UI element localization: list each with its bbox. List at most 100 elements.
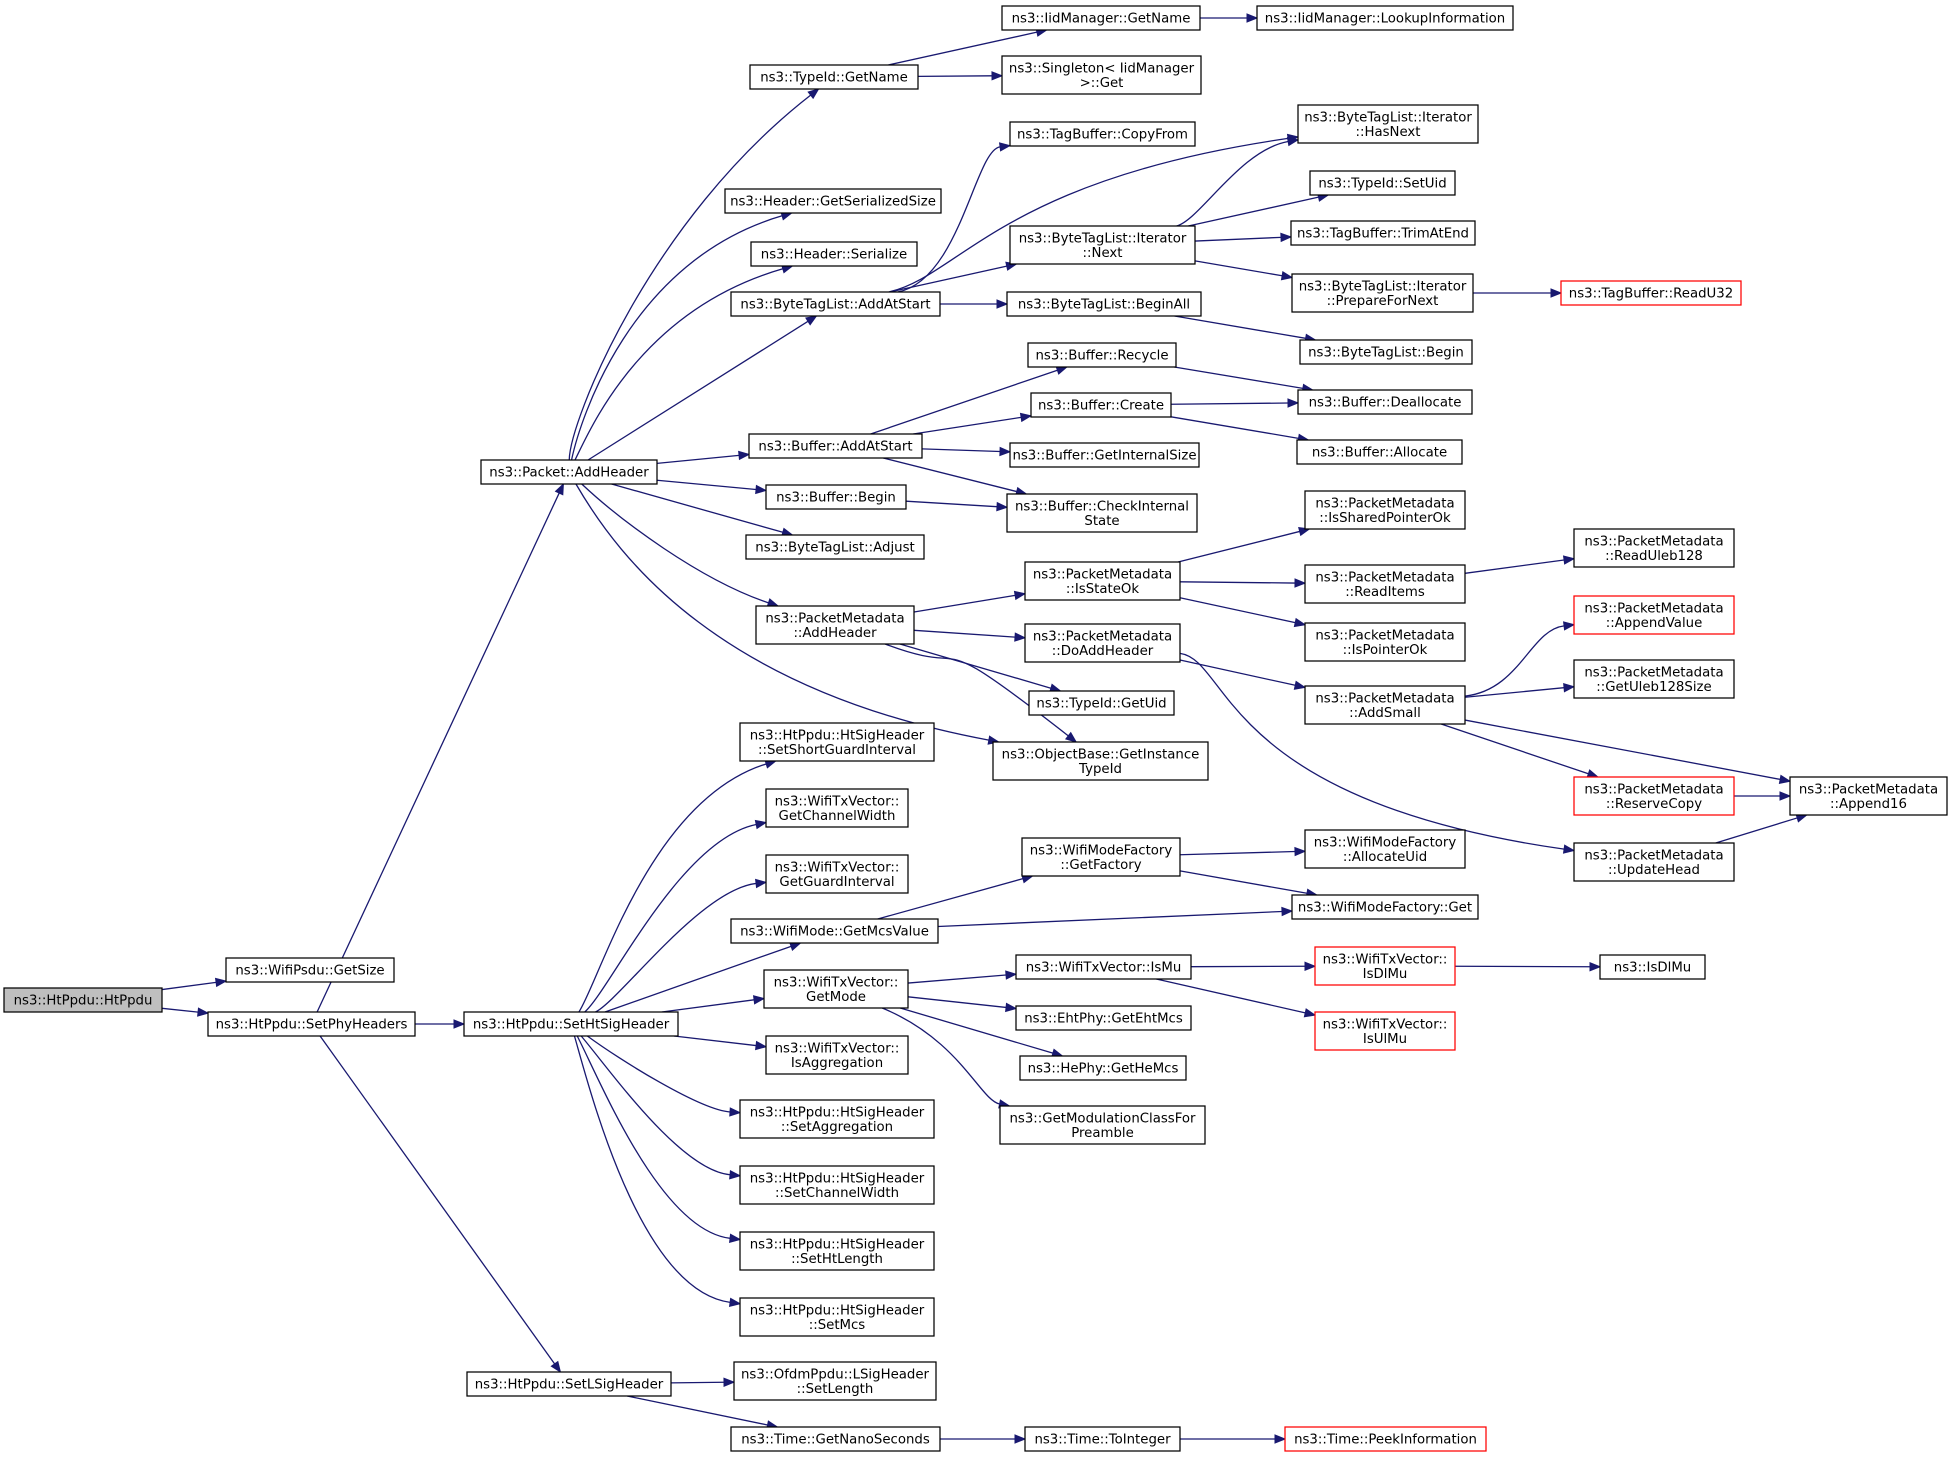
node-label: ns3::HtPpdu::SetPhyHeaders	[216, 1018, 408, 1033]
node-n9[interactable]: ns3::Header::Serialize	[750, 241, 918, 267]
node-label: ns3::OfdmPpdu::LSigHeader	[741, 1367, 930, 1382]
node-n68[interactable]: ns3::Time::GetNanoSeconds	[730, 1426, 941, 1452]
node-n47[interactable]: ns3::HtPpdu::HtSigHeader::SetShortGuardI…	[739, 722, 935, 762]
node-n2[interactable]: ns3::WifiPsdu::GetSize	[225, 957, 395, 983]
node-label: ns3::PacketMetadata	[1033, 629, 1172, 644]
node-n18[interactable]: ns3::IidManager::LookupInformation	[1256, 5, 1514, 31]
edge-n14-to-n15	[884, 643, 1078, 743]
node-n23[interactable]: ns3::TypeId::SetUid	[1309, 170, 1456, 196]
node-n34[interactable]: ns3::PacketMetadata::IsStateOk	[1024, 561, 1181, 601]
edge-n1-to-n3	[161, 1007, 210, 1017]
node-n1[interactable]: ns3::HtPpdu::HtPpdu	[3, 987, 163, 1013]
node-n53[interactable]: ns3::HtPpdu::HtSigHeader::SetAggregation	[739, 1099, 935, 1139]
edge-n4-to-n13	[611, 483, 794, 537]
node-n69[interactable]: ns3::Time::ToInteger	[1024, 1426, 1181, 1452]
node-n31[interactable]: ns3::Buffer::Allocate	[1296, 439, 1463, 465]
node-n7[interactable]: ns3::TypeId::GetName	[749, 64, 919, 90]
node-label: ns3::Time::ToInteger	[1034, 1433, 1171, 1448]
node-label: IsAggregation	[791, 1056, 883, 1071]
node-n26[interactable]: ns3::TagBuffer::ReadU32	[1560, 280, 1742, 306]
node-n70[interactable]: ns3::Time::PeekInformation	[1284, 1426, 1487, 1452]
node-n10[interactable]: ns3::ByteTagList::AddAtStart	[730, 291, 941, 317]
node-n62[interactable]: ns3::HePhy::GetHeMcs	[1019, 1055, 1187, 1081]
node-n67[interactable]: ns3::OfdmPpdu::LSigHeader::SetLength	[733, 1361, 937, 1401]
node-n35[interactable]: ns3::PacketMetadata::DoAddHeader	[1024, 623, 1181, 663]
function-nodes: ns3::HtPpdu::HtPpdu ns3::WifiPsdu::GetSiz…	[3, 5, 1948, 1452]
node-n36[interactable]: ns3::TypeId::GetUid	[1028, 690, 1175, 716]
node-n19[interactable]: ns3::TagBuffer::CopyFrom	[1009, 121, 1196, 147]
node-n4[interactable]: ns3::Packet::AddHeader	[480, 459, 658, 485]
node-n27[interactable]: ns3::ByteTagList::Begin	[1299, 339, 1473, 365]
node-n61[interactable]: ns3::EhtPhy::GetEhtMcs	[1015, 1005, 1192, 1031]
node-label: ns3::WifiPsdu::GetSize	[235, 964, 384, 979]
node-n11[interactable]: ns3::Buffer::AddAtStart	[748, 433, 923, 459]
node-n58[interactable]: ns3::WifiModeFactory::AllocateUid	[1304, 829, 1466, 869]
node-label: ::Append16	[1830, 797, 1907, 812]
node-n24[interactable]: ns3::TagBuffer::TrimAtEnd	[1290, 220, 1476, 246]
node-n59[interactable]: ns3::WifiModeFactory::Get	[1291, 894, 1479, 920]
node-n44[interactable]: ns3::PacketMetadata::GetUleb128Size	[1573, 659, 1735, 699]
node-n25[interactable]: ns3::ByteTagList::Iterator::PrepareForNe…	[1291, 273, 1474, 313]
node-label: ns3::Buffer::GetInternalSize	[1012, 449, 1196, 464]
node-n20[interactable]: ns3::ByteTagList::Iterator::HasNext	[1297, 104, 1479, 144]
edge-n25-to-n26	[1473, 288, 1563, 298]
edge-n57-to-n58	[1179, 846, 1307, 857]
edge-n51-to-n62	[900, 1007, 1064, 1058]
node-label: GetChannelWidth	[779, 809, 896, 824]
node-n39[interactable]: ns3::PacketMetadata::IsPointerOk	[1304, 622, 1466, 662]
edge-n60-to-n64	[1190, 961, 1317, 972]
node-n8[interactable]: ns3::Header::GetSerializedSize	[724, 188, 942, 214]
node-n56[interactable]: ns3::HtPpdu::HtSigHeader::SetMcs	[739, 1297, 935, 1337]
node-label: ns3::WifiTxVector::	[775, 794, 900, 809]
node-label: ns3::ByteTagList::Iterator	[1019, 231, 1187, 246]
node-n66[interactable]: ns3::IsDlMu	[1599, 954, 1706, 980]
node-label: ns3::WifiModeFactory::Get	[1298, 901, 1472, 916]
node-n49[interactable]: ns3::WifiTxVector::GetGuardInterval	[765, 854, 909, 894]
node-n51[interactable]: ns3::WifiTxVector::GetMode	[763, 969, 909, 1009]
node-n60[interactable]: ns3::WifiTxVector::IsMu	[1015, 954, 1192, 980]
edge-n5-to-n51	[661, 995, 766, 1013]
node-n55[interactable]: ns3::HtPpdu::HtSigHeader::SetHtLength	[739, 1231, 935, 1271]
node-n52[interactable]: ns3::WifiTxVector::IsAggregation	[765, 1035, 909, 1075]
node-label: ns3::TypeId::SetUid	[1318, 177, 1446, 192]
node-n16[interactable]: ns3::IidManager::GetName	[1001, 5, 1201, 31]
node-n37[interactable]: ns3::PacketMetadata::IsSharedPointerOk	[1304, 490, 1466, 530]
node-n12[interactable]: ns3::Buffer::Begin	[765, 484, 907, 510]
node-n64[interactable]: ns3::WifiTxVector::IsDlMu	[1314, 946, 1456, 986]
node-n38[interactable]: ns3::PacketMetadata::ReadItems	[1304, 564, 1466, 604]
node-n54[interactable]: ns3::HtPpdu::HtSigHeader::SetChannelWidt…	[739, 1165, 935, 1205]
node-n3[interactable]: ns3::HtPpdu::SetPhyHeaders	[207, 1011, 416, 1037]
node-n13[interactable]: ns3::ByteTagList::Adjust	[745, 534, 925, 560]
node-n30[interactable]: ns3::Buffer::Deallocate	[1297, 389, 1473, 415]
node-n57[interactable]: ns3::WifiModeFactory::GetFactory	[1021, 837, 1181, 877]
node-n65[interactable]: ns3::WifiTxVector::IsUlMu	[1314, 1011, 1456, 1051]
node-n42[interactable]: ns3::PacketMetadata::UpdateHead	[1573, 842, 1735, 882]
node-n5[interactable]: ns3::HtPpdu::SetHtSigHeader	[463, 1011, 679, 1037]
node-n43[interactable]: ns3::PacketMetadata::AppendValue	[1573, 595, 1735, 635]
node-label: GetGuardInterval	[779, 875, 894, 890]
node-n46[interactable]: ns3::PacketMetadata::Append16	[1789, 776, 1948, 816]
node-n45[interactable]: ns3::PacketMetadata::ReserveCopy	[1573, 776, 1735, 816]
node-n21[interactable]: ns3::ByteTagList::Iterator::Next	[1009, 225, 1196, 265]
node-n14[interactable]: ns3::PacketMetadata::AddHeader	[755, 605, 915, 645]
node-n17[interactable]: ns3::Singleton< IidManager>::Get	[1001, 55, 1202, 95]
edge-n12-to-n33	[905, 500, 1009, 512]
node-n32[interactable]: ns3::Buffer::GetInternalSize	[1009, 442, 1200, 468]
node-n22[interactable]: ns3::ByteTagList::BeginAll	[1006, 291, 1202, 317]
node-n48[interactable]: ns3::WifiTxVector::GetChannelWidth	[765, 788, 909, 828]
edge-n4-to-n10	[587, 315, 818, 461]
node-n28[interactable]: ns3::Buffer::Recycle	[1027, 342, 1177, 368]
node-n41[interactable]: ns3::PacketMetadata::AddSmall	[1304, 685, 1466, 725]
node-n40[interactable]: ns3::PacketMetadata::ReadUleb128	[1573, 528, 1735, 568]
node-n29[interactable]: ns3::Buffer::Create	[1030, 392, 1172, 418]
node-label: ns3::PacketMetadata	[1315, 628, 1454, 643]
node-n50[interactable]: ns3::WifiMode::GetMcsValue	[730, 918, 939, 944]
node-label: ns3::GetModulationClassFor	[1009, 1111, 1196, 1126]
edge-n29-to-n30	[1170, 398, 1300, 408]
node-label: ::AddHeader	[793, 626, 877, 641]
node-n6[interactable]: ns3::HtPpdu::SetLSigHeader	[466, 1371, 672, 1397]
node-label: ::IsStateOk	[1066, 582, 1139, 597]
